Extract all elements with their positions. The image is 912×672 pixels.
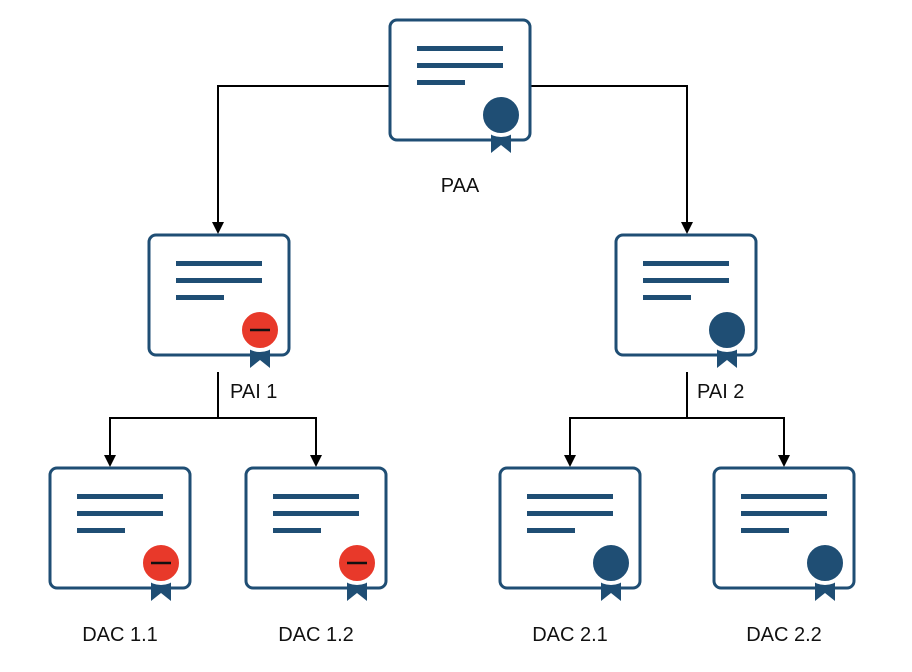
connector-pai2-to-dac22 (687, 417, 790, 467)
certificate-text-line (273, 494, 359, 499)
certificate-labels: PAA PAI 1 PAI 2 DAC 1.1 DAC 1.2 DAC 2.1 … (82, 175, 822, 646)
revoked-seal-icon (139, 541, 183, 601)
certificate-text-line (417, 63, 503, 68)
revoked-seal-icon (335, 541, 379, 601)
certificate-text-line (643, 278, 729, 283)
seal-disc (479, 93, 523, 137)
certificate-icon-pai2 (614, 233, 758, 368)
certificate-text-line (741, 511, 827, 516)
seal-disc (705, 308, 749, 352)
certificate-text-line (417, 80, 465, 85)
label-pai1: PAI 1 (230, 381, 277, 403)
seal-icon (803, 541, 847, 601)
connectors (104, 85, 790, 467)
certificate-icon-paa (388, 18, 532, 153)
label-dac12: DAC 1.2 (278, 624, 354, 646)
revoked-mark-icon (347, 561, 367, 565)
certificate-text-line (527, 528, 575, 533)
label-pai2: PAI 2 (697, 381, 744, 403)
connector-pai1-to-dac12 (218, 417, 322, 467)
certificate-text-line (77, 494, 163, 499)
revoked-mark-icon (151, 561, 171, 565)
label-paa: PAA (441, 175, 480, 197)
seal-icon (479, 93, 523, 153)
certificate-text-line (176, 295, 224, 300)
certificate-text-line (643, 295, 691, 300)
certificate-text-line (741, 494, 827, 499)
label-dac22: DAC 2.2 (746, 624, 822, 646)
label-dac21: DAC 2.1 (532, 624, 608, 646)
certificate-text-line (77, 528, 125, 533)
certificate-text-line (417, 46, 503, 51)
seal-icon (589, 541, 633, 601)
certificate-text-line (741, 528, 789, 533)
certificate-icon-pai1 (147, 233, 291, 368)
revoked-mark-icon (250, 328, 270, 332)
certificate-text-line (273, 511, 359, 516)
certificate-text-line (77, 511, 163, 516)
certificate-text-line (527, 494, 613, 499)
connector-paa-to-pai2 (530, 85, 693, 234)
certificate-icon-dac21 (498, 466, 642, 601)
seal-disc (589, 541, 633, 585)
certificate-icon-dac12 (244, 466, 388, 601)
seal-disc (803, 541, 847, 585)
certificate-text-line (176, 261, 262, 266)
certificate-icon-dac11 (48, 466, 192, 601)
certificate-text-line (527, 511, 613, 516)
label-dac11: DAC 1.1 (82, 624, 158, 646)
certificate-text-line (273, 528, 321, 533)
connector-pai1-to-dac11 (104, 417, 218, 467)
revoked-seal-icon (238, 308, 282, 368)
certificate-text-line (176, 278, 262, 283)
connector-pai2-to-dac21 (564, 417, 687, 467)
certificate-text-line (643, 261, 729, 266)
certificate-nodes (48, 18, 856, 601)
seal-icon (705, 308, 749, 368)
connector-paa-to-pai1 (212, 85, 390, 234)
certificate-icon-dac22 (712, 466, 856, 601)
